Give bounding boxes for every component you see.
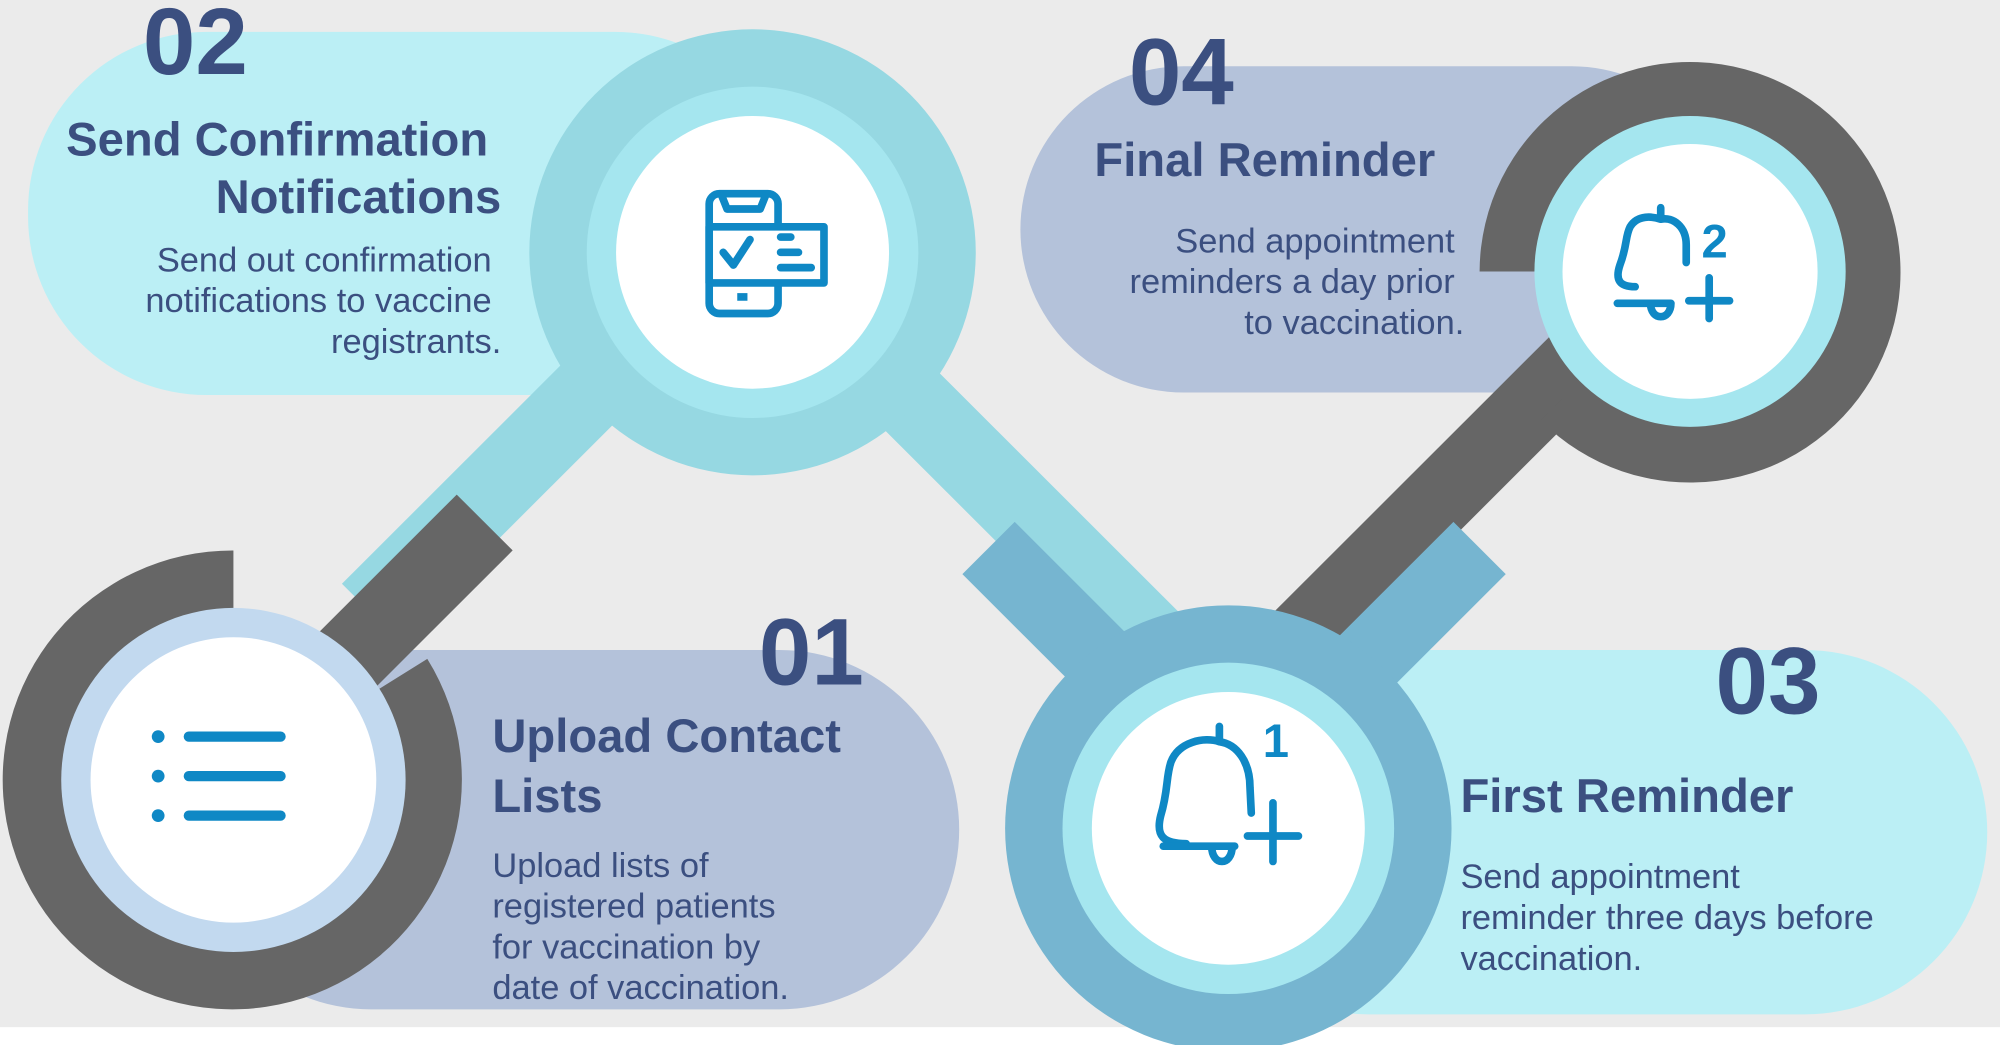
step-01-title: Upload Contact Lists [492,709,854,822]
step-01-description: Upload lists of registered patients for … [492,847,789,1007]
step-02-title: Send Confirmation Notifications [66,112,501,222]
list-icon [151,730,286,822]
step-01-badge [2,550,462,1010]
step-02-description: Send out confirmation notifications to v… [145,241,501,361]
step-02-number: 02 [143,0,248,94]
reminder-count-badge: 2 [1702,214,1728,267]
reminder-count-badge: 1 [1263,714,1289,767]
step-04-title: Final Reminder [1094,133,1435,186]
step-01-number: 01 [759,599,864,704]
step-04-badge: 2 [1479,62,1901,483]
step-04-description: Send appointment reminders a day prior t… [1129,222,1464,342]
step-03-description: Send appointment reminder three days bef… [1460,858,1883,978]
bell-plus-icon [1613,203,1734,323]
step-04-number: 04 [1129,20,1234,125]
mobile-checklist-icon [705,189,828,318]
step-03-number: 03 [1716,629,1821,734]
step-02-badge [529,29,976,476]
step-03-badge: 1 [1005,605,1452,1045]
step-03-title: First Reminder [1460,769,1793,822]
bell-plus-icon [1155,722,1303,866]
